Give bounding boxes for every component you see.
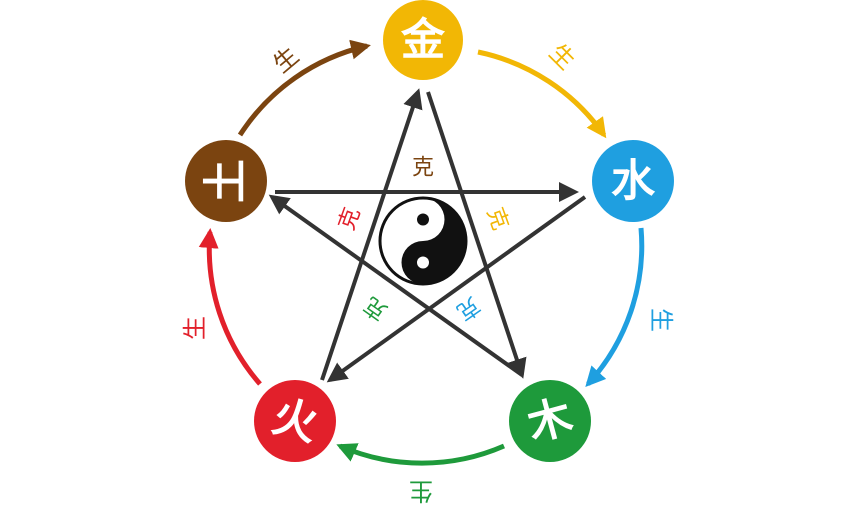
overcome-label-wood-earth: 克 [360, 291, 392, 324]
generate-arc-metal-to-water [477, 49, 607, 139]
generate-arc-earth-to-metal [237, 39, 371, 137]
overcome-label-metal-wood: 克 [481, 204, 512, 233]
generate-label-fire-earth: 生 [181, 316, 209, 340]
element-label-earth: 土 [201, 159, 252, 203]
element-label-water: 水 [611, 156, 656, 207]
overcome-arrow-metal-to-wood [426, 91, 527, 379]
element-node-wood: 木 [509, 380, 591, 462]
yin-yang-icon [378, 196, 468, 286]
element-node-earth: 土 [185, 140, 267, 222]
overcome-label-fire-metal: 克 [334, 204, 365, 233]
generate-arc-water-to-wood [585, 227, 645, 387]
generate-label-metal-water: 生 [544, 39, 581, 76]
element-node-metal: 金 [383, 0, 463, 80]
element-node-fire: 火 [254, 380, 336, 462]
overcome-arrow-wood-to-earth [268, 194, 524, 377]
overcome-arrow-fire-to-metal [320, 88, 423, 381]
overcome-arrow-water-to-fire [326, 195, 587, 383]
overcome-label-water-fire: 克 [452, 291, 484, 324]
generate-arc-wood-to-fire [336, 443, 505, 466]
element-node-water: 水 [592, 140, 674, 222]
overcome-label-earth-water: 克 [412, 156, 434, 181]
element-label-metal: 金 [400, 15, 446, 66]
generate-label-water-wood: 生 [647, 308, 675, 332]
generate-arc-fire-to-earth [198, 228, 262, 386]
generate-label-wood-fire: 生 [409, 477, 433, 505]
